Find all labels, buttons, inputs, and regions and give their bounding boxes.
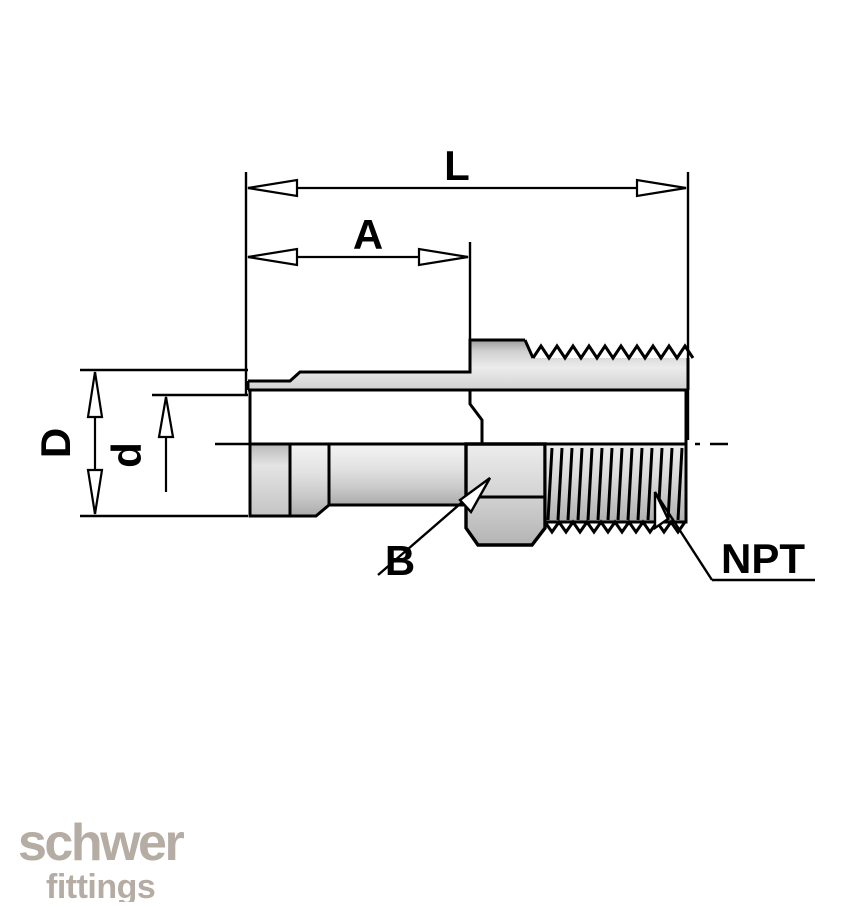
dimension-line-A — [247, 242, 472, 382]
arrowhead-left-L — [247, 178, 299, 198]
arrowhead-right-L — [635, 178, 687, 198]
sleeve-nose — [248, 442, 292, 518]
label-B: B — [385, 537, 415, 584]
label-L: L — [444, 142, 470, 189]
logo-wordmark: schwer — [18, 814, 184, 872]
arrowhead-top-d — [157, 396, 175, 439]
arrowhead-bottom-D — [86, 468, 104, 515]
label-d: d — [103, 442, 150, 468]
dimension-line-d — [152, 393, 248, 492]
logo-tagline: fittings — [46, 868, 155, 902]
label-D: D — [32, 428, 79, 458]
callout-leader-B — [377, 477, 492, 576]
arrowhead-top-D — [86, 371, 104, 419]
fitting-bore-section — [248, 390, 688, 444]
label-A: A — [353, 211, 383, 258]
sleeve-taper — [288, 442, 331, 518]
arrowhead-NPT — [653, 491, 670, 531]
arrowhead-left-A — [247, 247, 299, 267]
callout-leader-NPT — [653, 491, 815, 582]
dimension-line-D — [80, 368, 248, 518]
body-barrel — [327, 442, 468, 507]
dimension-line-L — [244, 172, 690, 440]
fitting-top-profile — [246, 338, 695, 392]
arrowhead-B — [458, 477, 492, 515]
arrowhead-right-A — [417, 247, 469, 267]
brand-logo: schwer fittings — [18, 812, 258, 902]
thread-hatching — [546, 447, 684, 521]
label-NPT: NPT — [721, 535, 805, 582]
fitting-bottom-elevation — [248, 442, 688, 547]
